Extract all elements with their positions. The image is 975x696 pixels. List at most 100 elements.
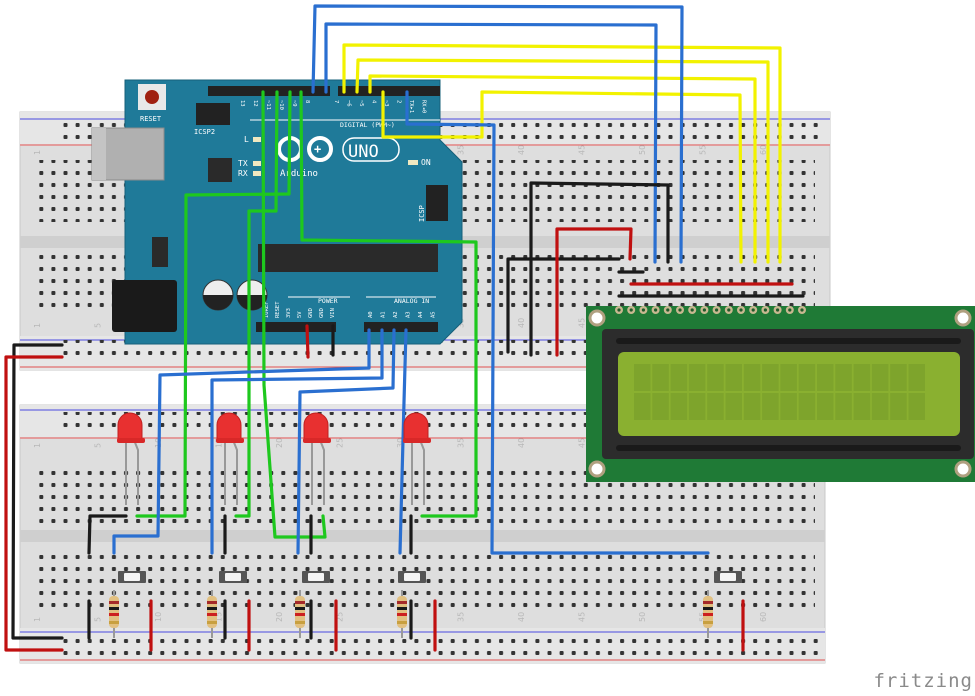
wire-red-lcd-vcc[interactable]	[555, 227, 633, 357]
analog-pin-label: A1	[381, 311, 387, 318]
power-header	[256, 322, 336, 332]
lcd-cell	[707, 393, 724, 420]
analog-label: ANALOG IN	[394, 297, 429, 305]
led-red[interactable]	[303, 412, 331, 505]
column-number: 1	[33, 443, 42, 448]
column-number: 1	[33, 150, 42, 155]
led-red[interactable]	[403, 412, 431, 505]
column-number: 30	[396, 438, 405, 448]
digital-pin-label: ~5	[358, 100, 364, 107]
led-rx-label: RX	[238, 169, 248, 178]
lcd-cell	[743, 364, 761, 391]
led-red[interactable]	[117, 412, 145, 505]
column-number: 60	[759, 612, 768, 622]
power-pin-label: GND	[308, 308, 314, 318]
lcd-cell	[707, 364, 724, 391]
wire-blue-a3[interactable]	[398, 328, 408, 555]
wire-black-rail[interactable]	[11, 343, 64, 640]
lcd-cell	[652, 364, 669, 391]
push-button[interactable]	[398, 571, 426, 583]
wire-blue-d2[interactable]	[405, 90, 710, 555]
lcd-cell	[762, 393, 779, 420]
wire-blue-a2[interactable]	[296, 328, 396, 555]
lcd-cell	[798, 364, 816, 391]
lcd-cell	[725, 393, 742, 420]
lcd-cell	[688, 393, 706, 420]
wire-green-led2[interactable]	[234, 90, 279, 518]
analog-pin-label: A3	[406, 311, 412, 318]
wire-red-5v[interactable]	[305, 324, 310, 359]
lcd-cell	[871, 393, 889, 420]
led-tx-label: TX	[238, 159, 248, 168]
wire-yellow-d7[interactable]	[342, 43, 782, 264]
push-button[interactable]	[118, 571, 146, 583]
power-jack	[112, 280, 177, 332]
atmega-chip	[258, 244, 438, 272]
wire-blue-d9[interactable]	[311, 4, 684, 264]
wire-black-lcd-rw[interactable]	[506, 257, 621, 354]
wire-black-led1[interactable]	[87, 514, 128, 555]
wire-green-led1[interactable]	[135, 90, 292, 518]
lcd-cell	[743, 393, 761, 420]
digital-pin-label: RX◂0	[421, 100, 427, 113]
analog-pin-label: A5	[431, 311, 437, 318]
wire-blue-a1[interactable]	[210, 328, 384, 555]
push-button[interactable]	[302, 571, 330, 583]
lcd-cell	[817, 393, 834, 420]
digital-header-low	[338, 86, 440, 96]
column-number: 40	[517, 318, 526, 328]
digital-pin-label: 8	[304, 100, 310, 103]
column-number: 40	[517, 145, 526, 155]
column-number: 20	[275, 612, 284, 622]
column-number: 5	[94, 617, 103, 622]
lcd-cell	[908, 364, 925, 391]
digital-pin-label: 2	[396, 100, 402, 103]
svg-text:+: +	[314, 142, 321, 156]
wire-yellow-d4[interactable]	[381, 90, 743, 264]
digital-pin-label: ~6	[346, 100, 352, 107]
wire-yellow-d6[interactable]	[355, 58, 770, 264]
digital-pin-label: 12	[252, 100, 258, 107]
wire-red-rail[interactable]	[4, 355, 64, 652]
power-label: POWER	[318, 297, 338, 305]
power-pin-label: RESET	[275, 301, 281, 318]
lcd-character-grid	[634, 364, 925, 420]
digital-pin-label: ~9	[291, 100, 297, 107]
digital-pin-label: ~3	[383, 100, 389, 107]
arduino-uno: RESET ICSP2 L TX RX ON + UNO Arduino	[91, 79, 463, 345]
led-on-label: ON	[421, 158, 431, 167]
wire-green-led4[interactable]	[299, 90, 478, 518]
resistor	[703, 590, 713, 638]
column-number: 25	[336, 612, 345, 622]
analog-header	[364, 322, 438, 332]
push-button[interactable]	[219, 571, 247, 583]
wire-blue-a0[interactable]	[112, 328, 371, 555]
led-l-label: L	[244, 135, 249, 144]
wire-blue-d8[interactable]	[324, 22, 658, 264]
column-number: 25	[336, 438, 345, 448]
column-number: 40	[517, 438, 526, 448]
digital-pin-label: TX▸1	[408, 100, 414, 113]
wire-green-led3[interactable]	[261, 90, 327, 539]
icsp-label: ICSP	[418, 205, 426, 222]
lcd-cell	[670, 393, 688, 420]
column-number: 1	[33, 617, 42, 622]
led-red[interactable]	[216, 412, 244, 505]
lcd-cell	[817, 364, 834, 391]
wire-yellow-d5[interactable]	[368, 74, 757, 264]
icsp2-label: ICSP2	[194, 128, 215, 136]
column-number: 5	[94, 443, 103, 448]
lcd-cell	[835, 364, 852, 391]
column-number: 15	[215, 612, 224, 622]
digital-pin-label: ~10	[278, 100, 284, 110]
power-pin-label: VIN	[330, 308, 336, 318]
wire-black-lcd-gnd[interactable]	[529, 181, 670, 357]
push-button[interactable]	[714, 571, 742, 583]
column-number: 55	[699, 145, 708, 155]
column-number: 5	[94, 323, 103, 328]
resistor	[109, 590, 119, 638]
fritzing-watermark: fritzing	[873, 670, 973, 692]
column-number: 45	[578, 145, 587, 155]
